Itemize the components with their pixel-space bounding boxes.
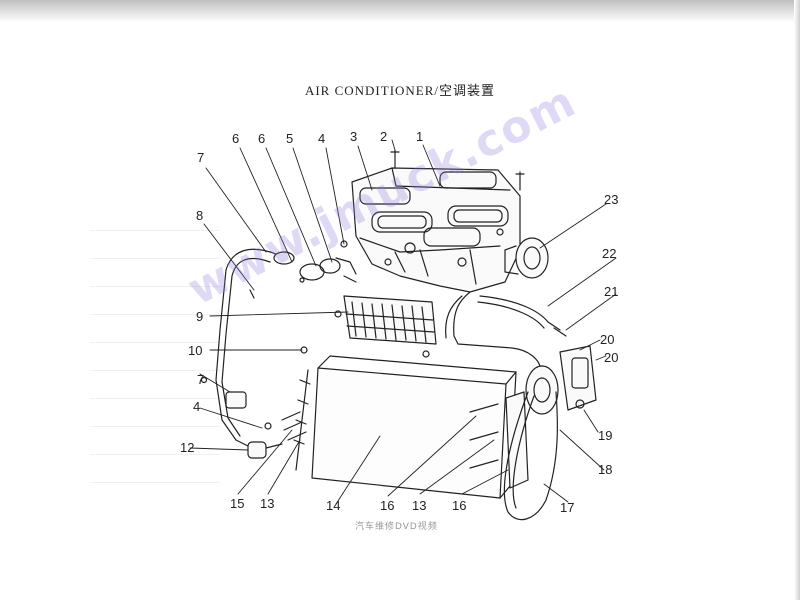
bleed-through-table [90,230,220,500]
drive-belt [503,391,559,521]
evaporator-unit [351,167,521,293]
callout-12: 12 [180,440,194,455]
callout-8: 8 [196,208,203,223]
diagram-title: AIR CONDITIONER/空调装置 [304,83,496,98]
callout-6b: 6 [232,131,239,146]
callout-18: 18 [598,462,612,477]
callout-labels: 1 2 3 4 5 6 6 7 7 8 9 10 4 12 15 13 14 1… [180,129,618,515]
scan-top-band [0,0,800,22]
callout-5: 5 [286,131,293,146]
callout-22: 22 [602,246,616,261]
callout-13a: 13 [260,496,274,511]
refrigerant-lines [445,291,567,367]
callout-7a: 7 [197,150,204,165]
callout-4: 4 [318,131,325,146]
callout-20: 20 [604,350,618,365]
callout-6a: 6 [258,131,265,146]
callout-13b: 13 [412,498,426,513]
callout-19: 19 [598,428,612,443]
callout-2: 2 [380,129,387,144]
callout-1: 1 [416,129,423,144]
grille-panel [343,295,437,345]
expansion-valve [200,376,307,459]
callout-9: 9 [196,309,203,324]
pipe-fittings [299,240,430,358]
condenser [293,355,517,499]
compressor [525,345,597,415]
callout-7b: 7 [197,372,204,387]
callout-23: 23 [604,192,618,207]
callout-4b: 4 [193,399,200,414]
top-screws [390,149,525,191]
callout-15: 15 [230,496,244,511]
leader-lines [189,139,617,505]
callout-16a: 16 [380,498,394,513]
callout-10: 10 [188,343,202,358]
left-hoses [215,248,295,447]
scan-right-edge [794,0,800,600]
callout-17: 17 [560,500,574,515]
callout-20b: 20 [600,332,614,347]
callout-16b: 16 [452,498,466,513]
callout-21: 21 [604,284,618,299]
callout-14: 14 [326,498,340,513]
footer-text: 汽车维修DVD视频 [355,522,438,532]
callout-3: 3 [350,129,357,144]
